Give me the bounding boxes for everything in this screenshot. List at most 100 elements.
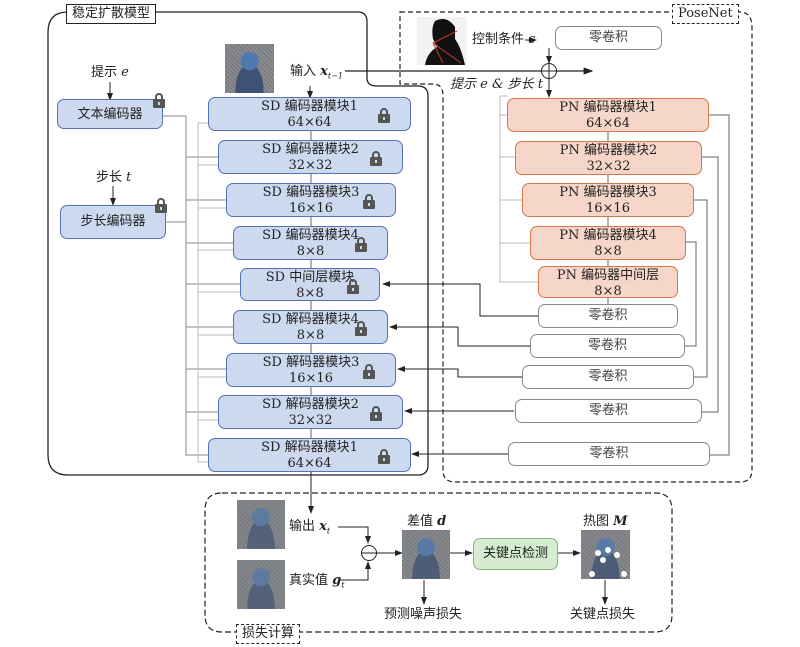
pn-block-size: 16×16 xyxy=(586,201,630,216)
lock-icon xyxy=(355,321,367,336)
input-label: 输入 xt−1 xyxy=(290,64,343,85)
pn-block-size: 8×8 xyxy=(594,284,622,299)
sd-block-title: SD 编码器模块3 xyxy=(262,185,360,200)
output-text: 输出 xyxy=(289,519,316,534)
pn-block-size: 32×32 xyxy=(586,159,631,174)
pn-block-size: 64×64 xyxy=(586,116,630,131)
gt-var: g xyxy=(332,573,342,588)
gt-label: 真实值 gt xyxy=(289,573,344,594)
diff-label: 差值 d xyxy=(407,514,446,530)
keypoint-loss-label: 关键点损失 xyxy=(570,607,636,622)
step-text: 步长 xyxy=(96,170,123,185)
keypoint-dot xyxy=(600,557,606,563)
keypoint-dot xyxy=(589,571,595,577)
lock-icon xyxy=(363,194,375,209)
prompt-step-label: 提示 e & 步长 t xyxy=(450,77,544,92)
prompt-label: 提示 e xyxy=(91,65,129,81)
pn-block-size: 8×8 xyxy=(594,244,622,259)
input-text: 输入 xyxy=(290,64,317,79)
sd-block-size: 32×32 xyxy=(288,413,333,428)
sd-block-size: 64×64 xyxy=(287,456,332,471)
zero-conv-block: 零卷积 xyxy=(530,334,685,358)
sd-block-title: SD 编码器模块4 xyxy=(262,228,359,243)
sd-block-size: 64×64 xyxy=(287,115,332,130)
sd-block-size: 16×16 xyxy=(289,371,333,386)
input-var: x xyxy=(320,64,328,79)
sd-panel-border xyxy=(47,11,429,476)
keypoint-dot xyxy=(605,547,611,553)
control-text: 控制条件 xyxy=(472,32,525,47)
pose-control-image xyxy=(417,17,467,65)
step-var: t xyxy=(126,170,132,185)
zero-conv-input: 零卷积 xyxy=(555,26,662,50)
pn-block-title: PN 编码器模块1 xyxy=(559,100,657,115)
input-sub: t−1 xyxy=(327,71,343,81)
output-sub: t xyxy=(326,526,331,536)
heatmap-image xyxy=(581,530,630,579)
heatmap-text: 热图 xyxy=(583,514,610,529)
zero-conv-block: 零卷积 xyxy=(522,365,694,389)
sd-block-title: SD 解码器模块4 xyxy=(262,312,359,327)
control-label: 控制条件 c xyxy=(472,32,535,48)
gt-sub: t xyxy=(341,580,345,590)
lock-icon xyxy=(378,449,390,464)
sd-block-size: 16×16 xyxy=(289,201,333,216)
diff-text: 差值 xyxy=(407,514,434,529)
text-encoder: 文本编码器 xyxy=(57,99,163,129)
loss-panel-title: 损失计算 xyxy=(236,624,301,644)
sd-block-size: 8×8 xyxy=(296,244,325,259)
prompt-text: 提示 xyxy=(91,65,118,80)
lock-icon xyxy=(155,198,167,213)
difference-image xyxy=(402,530,450,579)
noise-loss-label: 预测噪声损失 xyxy=(384,607,463,622)
noisy-input-image xyxy=(225,44,274,93)
sd-block-title: SD 编码器模块2 xyxy=(262,142,359,157)
lock-icon xyxy=(370,151,382,166)
lock-icon xyxy=(355,237,367,252)
sd-block-size: 32×32 xyxy=(288,158,333,173)
step-encoder: 步长编码器 xyxy=(60,205,166,239)
pn-block-title: PN 编码器模块2 xyxy=(559,143,658,158)
output-label: 输出 xt xyxy=(289,519,330,540)
zero-conv-block: 零卷积 xyxy=(538,304,678,328)
output-var: x xyxy=(319,519,327,534)
zero-conv-block: 零卷积 xyxy=(508,442,710,466)
pn-block-title: PN 编码器模块4 xyxy=(559,228,657,243)
posenet-panel-border xyxy=(399,11,753,483)
heatmap-label: 热图 M xyxy=(583,514,628,530)
ground-truth-image xyxy=(237,560,285,609)
prompt-var: e xyxy=(121,65,129,80)
lock-icon xyxy=(153,93,165,108)
keypoint-dot xyxy=(621,571,627,577)
sd-block-title: SD 解码器模块1 xyxy=(261,440,358,455)
sd-block-size: 8×8 xyxy=(296,286,324,301)
sd-block-title: SD 编码器模块1 xyxy=(261,99,358,114)
output-image xyxy=(237,500,285,549)
loss-panel-border xyxy=(204,492,673,633)
keypoint-detection-box: 关键点检测 xyxy=(473,538,558,570)
heatmap-var: M xyxy=(613,514,628,529)
keypoint-dot xyxy=(595,550,601,556)
lock-icon xyxy=(370,406,382,421)
keypoint-dot xyxy=(614,552,620,558)
gt-text: 真实值 xyxy=(289,573,329,588)
pose-silhouette-icon xyxy=(425,19,465,65)
lock-icon xyxy=(347,279,359,294)
sd-block-title: SD 解码器模块2 xyxy=(262,397,359,412)
diff-var: d xyxy=(437,514,447,529)
zero-conv-block: 零卷积 xyxy=(515,399,702,423)
sd-panel-title: 稳定扩散模型 xyxy=(66,4,157,24)
step-label: 步长 t xyxy=(96,170,131,186)
control-var: c xyxy=(528,32,536,47)
